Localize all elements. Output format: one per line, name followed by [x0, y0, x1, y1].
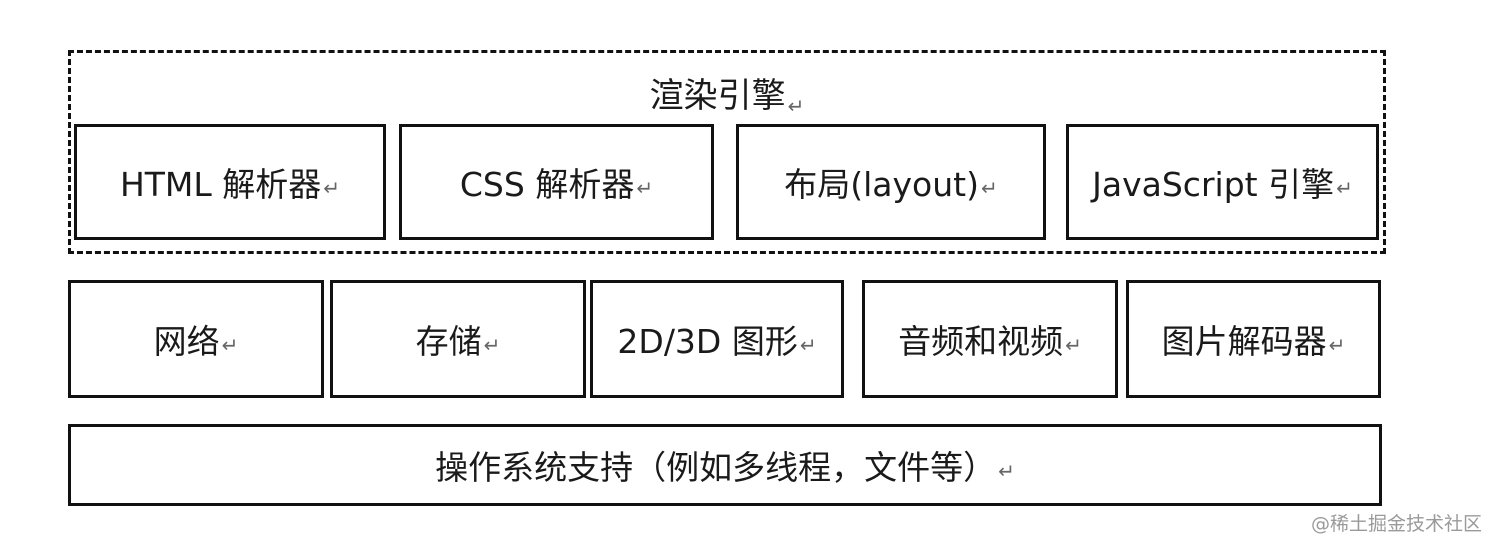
paragraph-mark: ↵ [483, 333, 501, 357]
network-box: 网络↵ [68, 280, 324, 398]
audio-video-box: 音频和视频↵ [862, 280, 1118, 398]
html-parser-box: HTML 解析器↵ [74, 124, 386, 240]
paragraph-mark: ↵ [1328, 333, 1346, 357]
watermark: @稀土掘金技术社区 [1310, 513, 1482, 535]
rendering-engine-title: 渲染引擎↵ [649, 76, 805, 118]
paragraph-mark: ↵ [323, 176, 341, 200]
paragraph-mark: ↵ [787, 94, 805, 118]
paragraph-mark: ↵ [1336, 176, 1353, 200]
os-support-box: 操作系统支持（例如多线程，文件等）↵ [68, 424, 1382, 506]
paragraph-mark: ↵ [980, 176, 998, 200]
css-parser-box: CSS 解析器↵ [399, 124, 714, 240]
paragraph-mark: ↵ [799, 333, 817, 357]
paragraph-mark: ↵ [636, 176, 654, 200]
image-decoder-box: 图片解码器↵ [1126, 280, 1381, 398]
paragraph-mark: ↵ [1065, 333, 1082, 357]
paragraph-mark: ↵ [998, 459, 1015, 483]
layout-box: 布局(layout)↵ [736, 124, 1046, 240]
graphics-box: 2D/3D 图形↵ [590, 280, 844, 398]
storage-box: 存储↵ [330, 280, 586, 398]
javascript-engine-box: JavaScript 引擎↵ [1066, 124, 1379, 240]
paragraph-mark: ↵ [221, 333, 239, 357]
rendering-engine-frame [68, 50, 1386, 254]
